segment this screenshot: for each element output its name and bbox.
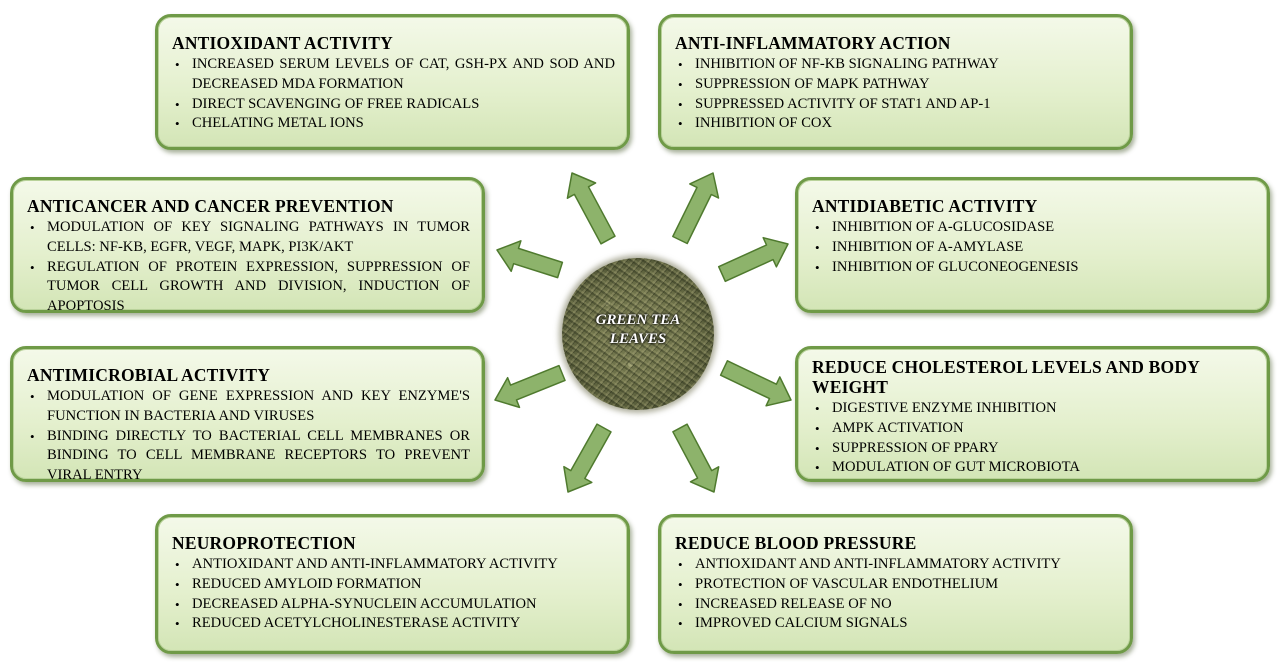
list-item: DIGESTIVE ENZYME INHIBITION [812, 399, 1255, 419]
list-item: INHIBITION OF NF-KB SIGNALING PATHWAY [675, 55, 1118, 75]
neuroprotection-list: ANTIOXIDANT AND ANTI-INFLAMMATORY ACTIVI… [172, 555, 615, 634]
blood-pressure-list: ANTIOXIDANT AND ANTI-INFLAMMATORY ACTIVI… [675, 555, 1118, 634]
antidiabetic-activity-list: INHIBITION OF A-GLUCOSIDASE INHIBITION O… [812, 218, 1255, 277]
antimicrobial-activity-list: MODULATION OF GENE EXPRESSION AND KEY EN… [27, 387, 470, 479]
list-item: PROTECTION OF VASCULAR ENDOTHELIUM [675, 575, 1118, 595]
antimicrobial-activity-box: ANTIMICROBIAL ACTIVITY MODULATION OF GEN… [10, 346, 485, 482]
list-item: REGULATION OF PROTEIN EXPRESSION, SUPPRE… [27, 258, 470, 310]
neuroprotection-title: NEUROPROTECTION [172, 533, 356, 553]
arrow-to-cholesterol [719, 360, 792, 407]
center-label: GREEN TEA LEAVES [562, 311, 714, 349]
blood-pressure-title: REDUCE BLOOD PRESSURE [675, 533, 917, 553]
list-item: MODULATION OF GENE EXPRESSION AND KEY EN… [27, 387, 470, 427]
list-item: REDUCED ACETYLCHOLINESTERASE ACTIVITY [172, 614, 615, 634]
anti-inflammatory-action-list: INHIBITION OF NF-KB SIGNALING PATHWAY SU… [675, 55, 1118, 134]
cholesterol-body-weight-list: DIGESTIVE ENZYME INHIBITION AMPK ACTIVAT… [812, 399, 1255, 478]
anticancer-list: MODULATION OF KEY SIGNALING PATHWAYS IN … [27, 218, 470, 310]
list-item: BINDING DIRECTLY TO BACTERIAL CELL MEMBR… [27, 427, 470, 479]
neuroprotection-box: NEUROPROTECTION ANTIOXIDANT AND ANTI-INF… [155, 514, 630, 654]
arrow-to-neuroprotection [563, 423, 612, 493]
list-item: IMPROVED CALCIUM SIGNALS [675, 614, 1118, 634]
arrow-to-antidiabetic [717, 236, 789, 283]
antioxidant-activity-list: INCREASED SERUM LEVELS OF CAT, GSH-PX AN… [172, 55, 615, 134]
list-item: CHELATING METAL IONS [172, 114, 615, 134]
anticancer-box: ANTICANCER AND CANCER PREVENTION MODULAT… [10, 177, 485, 313]
list-item: MODULATION OF GUT MICROBIOTA [812, 458, 1255, 478]
list-item: SUPPRESSION OF MAPK PATHWAY [675, 75, 1118, 95]
list-item: INHIBITION OF A-GLUCOSIDASE [812, 218, 1255, 238]
antidiabetic-activity-title: ANTIDIABETIC ACTIVITY [812, 196, 1038, 216]
list-item: SUPPRESSED ACTIVITY OF STAT1 AND AP-1 [675, 95, 1118, 115]
blood-pressure-box: REDUCE BLOOD PRESSURE ANTIOXIDANT AND AN… [658, 514, 1133, 654]
list-item: INCREASED SERUM LEVELS OF CAT, GSH-PX AN… [172, 55, 615, 95]
list-item: DIRECT SCAVENGING OF FREE RADICALS [172, 95, 615, 115]
center-label-line1: GREEN TEA [595, 312, 681, 328]
arrow-to-anticancer [496, 240, 564, 279]
antidiabetic-activity-box: ANTIDIABETIC ACTIVITY INHIBITION OF A-GL… [795, 177, 1270, 313]
center-label-line2: LEAVES [609, 331, 667, 347]
cholesterol-body-weight-title: REDUCE CHOLESTEROL LEVELS AND BODY WEIGH… [812, 357, 1200, 397]
list-item: MODULATION OF KEY SIGNALING PATHWAYS IN … [27, 218, 470, 258]
list-item: AMPK ACTIVATION [812, 419, 1255, 439]
tea-leaves-texture [562, 258, 714, 410]
arrow-to-antioxidant [566, 172, 616, 245]
list-item: INHIBITION OF A-AMYLASE [812, 238, 1255, 258]
cholesterol-body-weight-box: REDUCE CHOLESTEROL LEVELS AND BODY WEIGH… [795, 346, 1270, 482]
arrow-to-anti-inflammatory [672, 172, 720, 245]
anti-inflammatory-action-box: ANTI-INFLAMMATORY ACTION INHIBITION OF N… [658, 14, 1133, 150]
list-item: INCREASED RELEASE OF NO [675, 595, 1118, 615]
anticancer-title: ANTICANCER AND CANCER PREVENTION [27, 196, 394, 216]
arrow-to-blood-pressure [672, 423, 720, 493]
list-item: DECREASED ALPHA-SYNUCLEIN ACCUMULATION [172, 595, 615, 615]
list-item: ANTIOXIDANT AND ANTI-INFLAMMATORY ACTIVI… [172, 555, 615, 575]
list-item: INHIBITION OF COX [675, 114, 1118, 134]
list-item: ANTIOXIDANT AND ANTI-INFLAMMATORY ACTIVI… [675, 555, 1118, 575]
arrow-to-antimicrobial [494, 364, 566, 409]
list-item: INHIBITION OF GLUCONEOGENESIS [812, 258, 1255, 278]
antioxidant-activity-box: ANTIOXIDANT ACTIVITY INCREASED SERUM LEV… [155, 14, 630, 150]
antimicrobial-activity-title: ANTIMICROBIAL ACTIVITY [27, 365, 271, 385]
list-item: REDUCED AMYLOID FORMATION [172, 575, 615, 595]
anti-inflammatory-action-title: ANTI-INFLAMMATORY ACTION [675, 33, 951, 53]
green-tea-leaves-image: GREEN TEA LEAVES [562, 258, 714, 410]
antioxidant-activity-title: ANTIOXIDANT ACTIVITY [172, 33, 394, 53]
list-item: SUPPRESSION OF PPARY [812, 439, 1255, 459]
